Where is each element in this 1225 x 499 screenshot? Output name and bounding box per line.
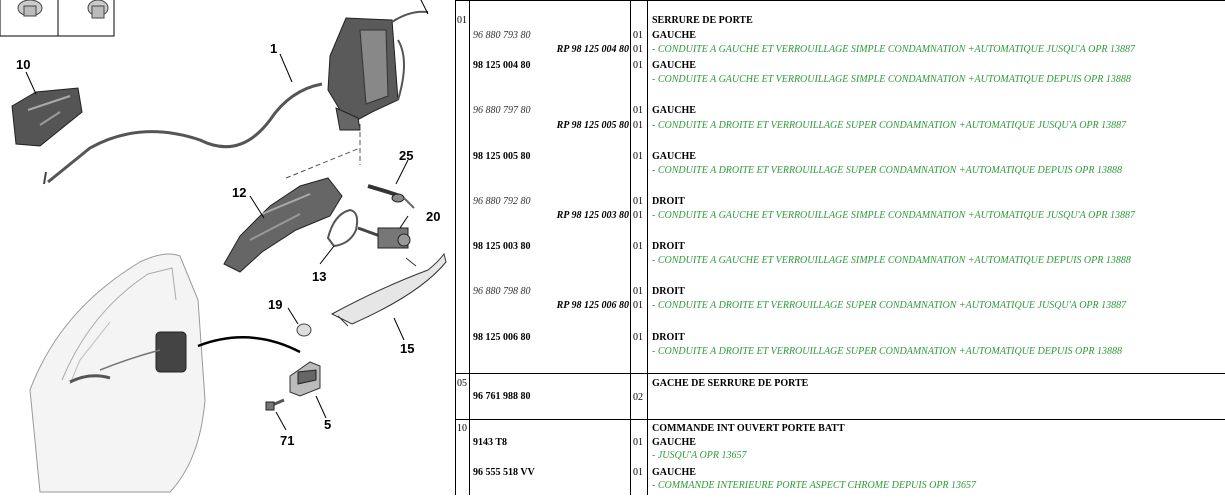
- callout-20: 20: [426, 209, 441, 224]
- part-number-old: 96 880 798 80: [473, 286, 531, 297]
- callout-5: 5: [324, 417, 332, 432]
- callout-10: 10: [16, 57, 31, 72]
- replacement-part: RP 98 125 004 80: [556, 44, 629, 55]
- fitment-note: - CONDUITE A DROITE ET VERROUILLAGE SUPE…: [652, 346, 1122, 357]
- qty: 01: [633, 286, 643, 297]
- diagram-drawing: [0, 0, 447, 493]
- qty: 01: [633, 30, 643, 41]
- side: GAUCHE: [652, 30, 696, 41]
- part-number-old: 96 880 792 80: [473, 196, 531, 207]
- group-ref: 10: [457, 423, 467, 434]
- fitment-note: - CONDUITE A DROITE ET VERROUILLAGE SUPE…: [652, 120, 1127, 131]
- side: GAUCHE: [652, 151, 696, 162]
- qty: 01: [633, 467, 643, 478]
- row-separator: [455, 373, 1225, 374]
- qty: 01: [633, 151, 643, 162]
- side: GAUCHE: [652, 467, 696, 478]
- callout-71: 71: [280, 433, 295, 448]
- part-1-cable: [47, 82, 323, 184]
- fitment-note: - CONDUITE A GAUCHE ET VERROUILLAGE SIMP…: [652, 74, 1131, 85]
- part-number-old: 96 880 797 80: [473, 105, 531, 116]
- exploded-diagram: 1 10 12 25 20 13 19 15 5 71: [0, 0, 455, 494]
- callout-19: 19: [268, 297, 283, 312]
- qty: 01: [633, 437, 643, 448]
- fastener-thumbnails: [0, 0, 115, 37]
- fitment-note: - JUSQU'A OPR 13657: [652, 450, 747, 461]
- qty: 01: [633, 44, 643, 55]
- side: DROIT: [652, 241, 685, 252]
- group-title: GACHE DE SERRURE DE PORTE: [652, 378, 809, 389]
- part-number: 96 555 518 VV: [473, 467, 535, 478]
- qty: 01: [633, 105, 643, 116]
- fitment-note: - CONDUITE A DROITE ET VERROUILLAGE SUPE…: [652, 300, 1127, 311]
- side: GAUCHE: [652, 105, 696, 116]
- part-number: 98 125 003 80: [473, 241, 531, 252]
- replacement-part: RP 98 125 005 80: [556, 120, 629, 131]
- qty: 01: [633, 120, 643, 131]
- detail-arc: [197, 336, 301, 354]
- side: DROIT: [652, 286, 685, 297]
- part-number: 98 125 006 80: [473, 332, 531, 343]
- side: DROIT: [652, 332, 685, 343]
- qty: 01: [633, 60, 643, 71]
- fitment-note: - CONDUITE A GAUCHE ET VERROUILLAGE SIMP…: [652, 44, 1136, 55]
- group-ref: 05: [457, 378, 467, 389]
- part-1-door-lock: [327, 10, 429, 131]
- callout-13: 13: [312, 269, 327, 284]
- parts-table: 01 SERRURE DE PORTE 96 880 793 80 01 GAU…: [455, 0, 1225, 495]
- part-number: 96 761 988 80: [473, 391, 531, 402]
- part-number-old: 96 880 793 80: [473, 30, 531, 41]
- part-10-interior-handle: [11, 87, 83, 147]
- ref-column: [455, 1, 470, 495]
- part-19-grommet: [296, 323, 312, 337]
- qty: 01: [633, 241, 643, 252]
- fitment-note: - COMMANDE INTERIEURE PORTE ASPECT CHROM…: [652, 480, 977, 491]
- group-title: COMMANDE INT OUVERT PORTE BATT: [652, 423, 845, 434]
- replacement-part: RP 98 125 006 80: [556, 300, 629, 311]
- qty: 02: [633, 392, 643, 403]
- group-title: SERRURE DE PORTE: [652, 15, 753, 26]
- part-5-striker: [289, 361, 321, 397]
- part-12-handle-support: [223, 177, 343, 273]
- callout-1: 1: [270, 41, 278, 56]
- fitment-note: - CONDUITE A GAUCHE ET VERROUILLAGE SIMP…: [652, 255, 1131, 266]
- row-separator: [455, 419, 1225, 420]
- callout-12: 12: [232, 185, 247, 200]
- door-shell: [29, 253, 206, 493]
- side: GAUCHE: [652, 60, 696, 71]
- part-13-gasket: [326, 208, 359, 248]
- qty-column: [630, 1, 648, 495]
- callout-25: 25: [399, 148, 414, 163]
- part-number: 98 125 004 80: [473, 60, 531, 71]
- part-71-screw: [265, 398, 285, 411]
- callout-leaders: [25, 53, 409, 431]
- part-15-exterior-handle: [330, 252, 447, 327]
- fitment-note: - CONDUITE A GAUCHE ET VERROUILLAGE SIMP…: [652, 210, 1136, 221]
- part-number: 98 125 005 80: [473, 151, 531, 162]
- part-number: 9143 T8: [473, 437, 507, 448]
- qty: 01: [633, 196, 643, 207]
- qty: 01: [633, 300, 643, 311]
- qty: 01: [633, 332, 643, 343]
- replacement-part: RP 98 125 003 80: [556, 210, 629, 221]
- part-20-lock-barrel: [357, 226, 411, 249]
- callout-15: 15: [400, 341, 415, 356]
- group-ref: 01: [457, 15, 467, 26]
- part-25-key: [367, 184, 415, 209]
- side: GAUCHE: [652, 437, 696, 448]
- qty: 01: [633, 210, 643, 221]
- fitment-note: - CONDUITE A DROITE ET VERROUILLAGE SUPE…: [652, 165, 1122, 176]
- side: DROIT: [652, 196, 685, 207]
